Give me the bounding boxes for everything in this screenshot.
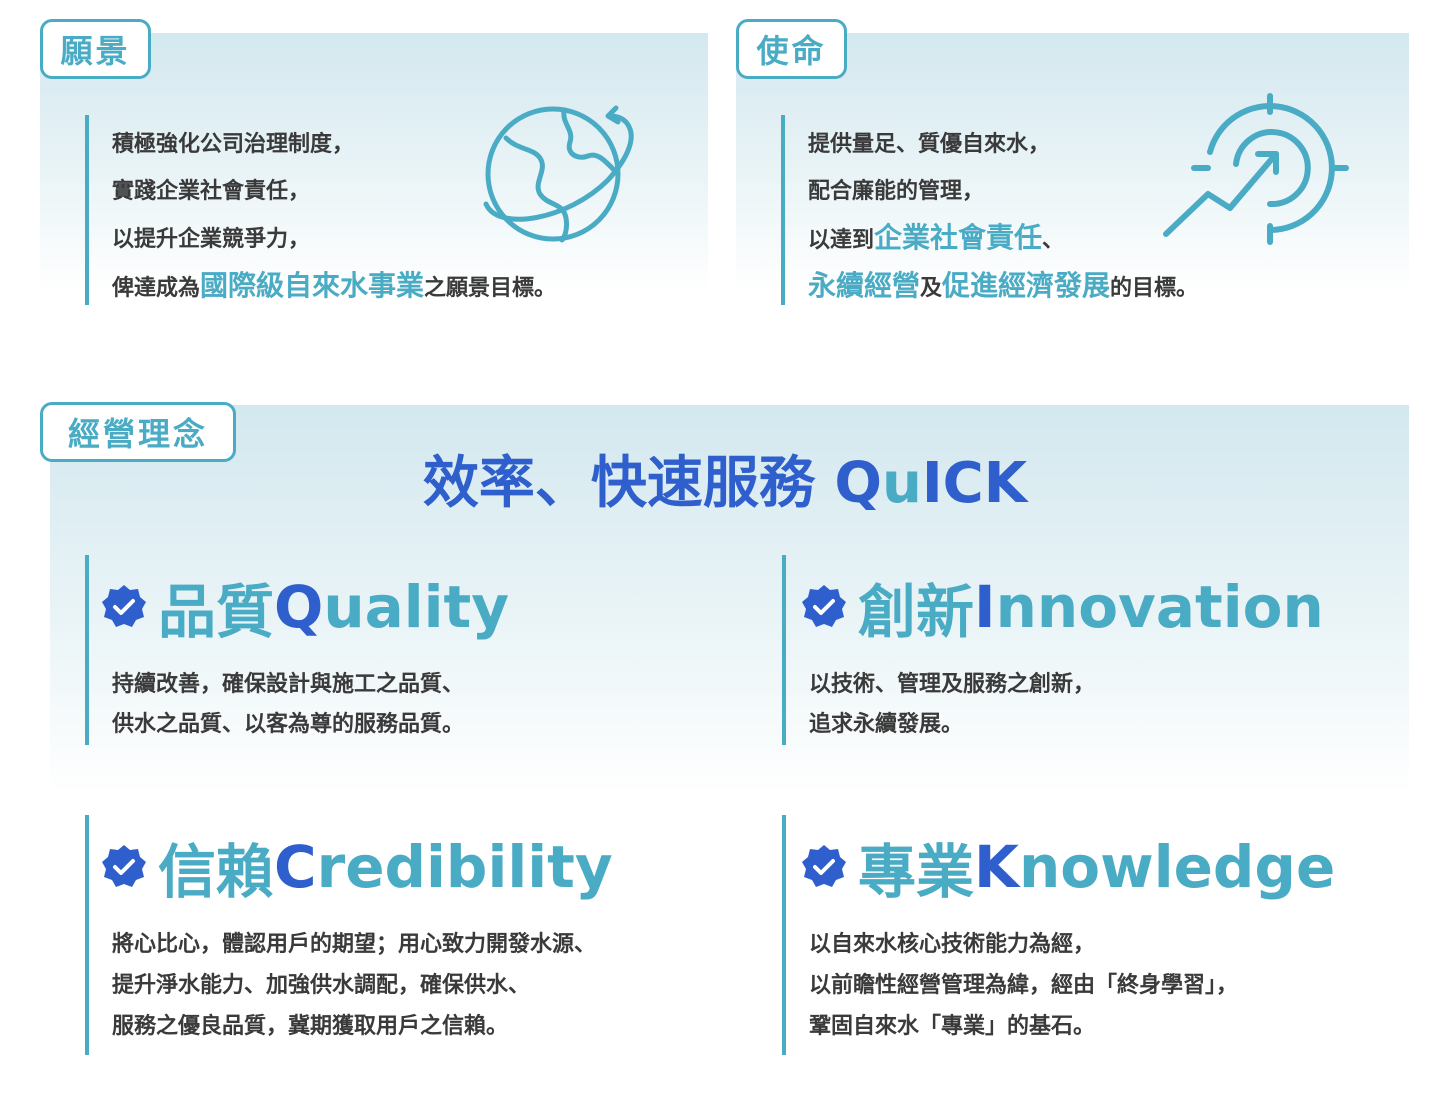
mission-line-4: 永續經營及促進經濟發展的目標。 bbox=[808, 264, 1198, 304]
knowledge-rest: nowledge bbox=[1018, 833, 1336, 901]
heading-rest: ICK bbox=[921, 451, 1028, 516]
philosophy-tag: 經營理念 bbox=[40, 402, 236, 462]
check-badge-icon bbox=[802, 845, 846, 887]
credibility-first: C bbox=[274, 833, 317, 901]
check-badge-icon bbox=[802, 585, 846, 627]
vision-line-2: 實踐企業社會責任， bbox=[112, 179, 311, 204]
knowledge-bar bbox=[782, 815, 786, 1055]
mission-highlight-csr: 企業社會責任 bbox=[874, 221, 1043, 254]
knowledge-first: K bbox=[974, 833, 1019, 901]
heading-zh: 效率、快速服務 bbox=[422, 451, 835, 516]
innovation-zh: 創新 bbox=[858, 578, 975, 646]
mission-bar bbox=[781, 115, 785, 305]
credibility-desc-1: 將心比心，體認用戶的期望；用心致力開發水源、 bbox=[112, 932, 597, 957]
mission-panel bbox=[736, 33, 1409, 293]
mission-line-1: 提供量足、質優自來水， bbox=[808, 132, 1051, 157]
mission-line-3: 以達到企業社會責任、 bbox=[808, 216, 1064, 256]
innovation-desc-2: 追求永續發展。 bbox=[809, 712, 964, 737]
check-badge-icon bbox=[102, 845, 146, 887]
vision-line-1: 積極強化公司治理制度， bbox=[112, 132, 355, 157]
knowledge-zh: 專業 bbox=[858, 838, 975, 906]
mission-highlight-economy: 促進經濟發展 bbox=[942, 269, 1111, 302]
credibility-bar bbox=[85, 815, 89, 1055]
mission-line-4-mid: 及 bbox=[920, 276, 943, 301]
mission-tag: 使命 bbox=[736, 19, 847, 79]
mission-line-2: 配合廉能的管理， bbox=[808, 179, 985, 204]
mission-highlight-sustain: 永續經營 bbox=[808, 269, 921, 302]
vision-bar bbox=[85, 115, 89, 305]
knowledge-desc-3: 鞏固自來水「專業」的基石。 bbox=[809, 1014, 1096, 1039]
innovation-desc-1: 以技術、管理及服務之創新， bbox=[809, 672, 1096, 697]
heading-u: u bbox=[881, 451, 922, 516]
quality-desc-2: 供水之品質、以客為尊的服務品質。 bbox=[112, 712, 465, 737]
credibility-desc-3: 服務之優良品質，冀期獲取用戶之信賴。 bbox=[112, 1014, 509, 1039]
vision-tag: 願景 bbox=[40, 19, 151, 79]
credibility-rest: redibility bbox=[316, 833, 613, 901]
credibility-zh: 信賴 bbox=[158, 838, 275, 906]
mission-line-3-pre: 以達到 bbox=[808, 228, 875, 253]
vision-line-4-pre: 俾達成為 bbox=[112, 276, 201, 301]
philosophy-panel bbox=[50, 405, 1409, 795]
quality-zh: 品質 bbox=[158, 578, 275, 646]
innovation-first: I bbox=[974, 573, 996, 641]
check-badge-icon bbox=[102, 585, 146, 627]
quality-rest: uality bbox=[323, 573, 510, 641]
heading-q: Q bbox=[834, 451, 882, 516]
philosophy-heading: 效率、快速服務 QuICK bbox=[0, 438, 1450, 519]
quality-bar bbox=[85, 555, 89, 745]
vision-highlight: 國際級自來水事業 bbox=[200, 269, 425, 302]
knowledge-desc-2: 以前瞻性經營管理為緯，經由「終身學習」， bbox=[809, 973, 1239, 998]
mission-line-3-post: 、 bbox=[1042, 228, 1065, 253]
mission-line-4-post: 的目標。 bbox=[1110, 276, 1199, 301]
innovation-rest: nnovation bbox=[995, 573, 1324, 641]
knowledge-desc-1: 以自來水核心技術能力為經， bbox=[809, 932, 1096, 957]
vision-line-3: 以提升企業競爭力， bbox=[112, 227, 311, 252]
target-growth-icon bbox=[1163, 93, 1349, 245]
quality-first: Q bbox=[274, 573, 324, 641]
quality-desc-1: 持續改善，確保設計與施工之品質、 bbox=[112, 672, 465, 697]
innovation-bar bbox=[782, 555, 786, 745]
credibility-desc-2: 提升淨水能力、加強供水調配，確保供水、 bbox=[112, 973, 531, 998]
vision-line-4: 俾達成為國際級自來水事業之願景目標。 bbox=[112, 264, 556, 304]
vision-panel bbox=[40, 33, 708, 293]
globe-icon bbox=[483, 105, 634, 243]
vision-line-4-post: 之願景目標。 bbox=[424, 276, 557, 301]
